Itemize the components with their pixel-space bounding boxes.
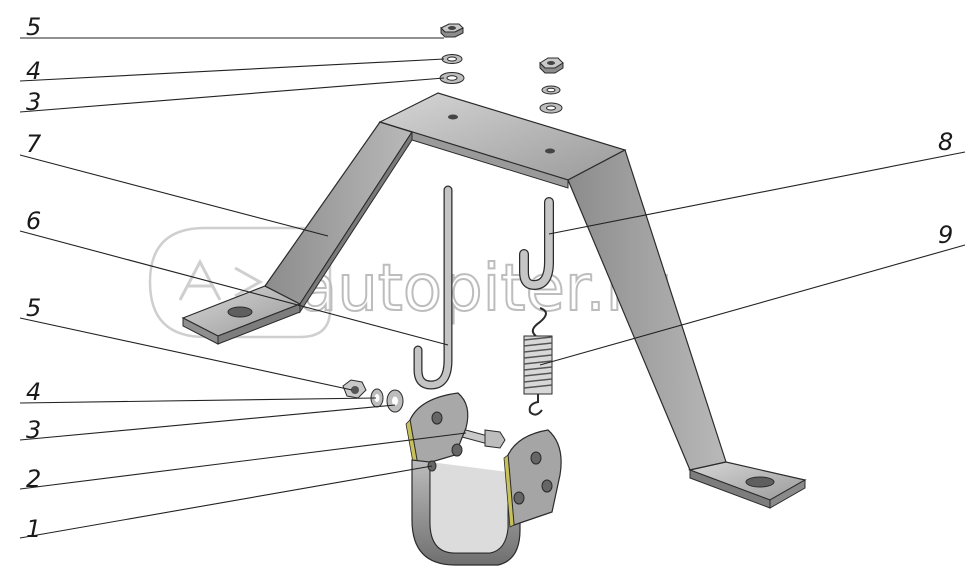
- callouts: 5 4 3 7 6 5 4 3 2 1 8 9: [26, 13, 953, 543]
- spring-part-9: [523, 307, 553, 416]
- top-right-lock-washer: [541, 85, 561, 95]
- lower-nut-5: [342, 379, 367, 399]
- hook-part-8: [519, 197, 554, 291]
- bracket-top-hole-left: [448, 114, 458, 120]
- lower-fastener-stack: [342, 379, 404, 413]
- callout-5-mid: 5: [26, 294, 41, 322]
- clamp-front-plate: [507, 429, 562, 526]
- top-flat-washer-3: [439, 72, 465, 84]
- lower-flat-washer-3: [386, 389, 404, 413]
- bracket-part-7: [181, 92, 807, 509]
- watermark-logo-icon: [148, 226, 332, 339]
- callout-4-top: 4: [26, 57, 41, 85]
- hook-rod-part-6: [413, 185, 453, 390]
- top-right-flat-washer: [539, 102, 563, 114]
- top-lock-washer-4: [441, 54, 463, 64]
- bracket-right-hole: [745, 476, 775, 488]
- callout-6: 6: [26, 207, 41, 235]
- top-right-fastener-stack: [539, 57, 564, 114]
- watermark-a-icon: [178, 258, 264, 301]
- clamp-part-1: [405, 392, 562, 566]
- callout-2: 2: [26, 465, 41, 493]
- callout-4-low: 4: [26, 378, 41, 406]
- bracket-top-hole-right: [545, 148, 555, 154]
- callout-7: 7: [26, 130, 42, 158]
- callout-3-top: 3: [26, 88, 41, 116]
- callout-9: 9: [938, 221, 953, 249]
- bolt-part-2: [461, 428, 506, 449]
- bracket-left-hole: [227, 306, 253, 318]
- top-right-nut: [539, 57, 564, 74]
- top-nut-5: [440, 23, 464, 38]
- callout-8: 8: [938, 128, 953, 156]
- leader-lines: [19, 37, 966, 539]
- callout-3-low: 3: [26, 416, 41, 444]
- top-left-fastener-stack: [439, 23, 465, 84]
- callout-1: 1: [26, 515, 41, 543]
- callout-5-top: 5: [26, 13, 41, 41]
